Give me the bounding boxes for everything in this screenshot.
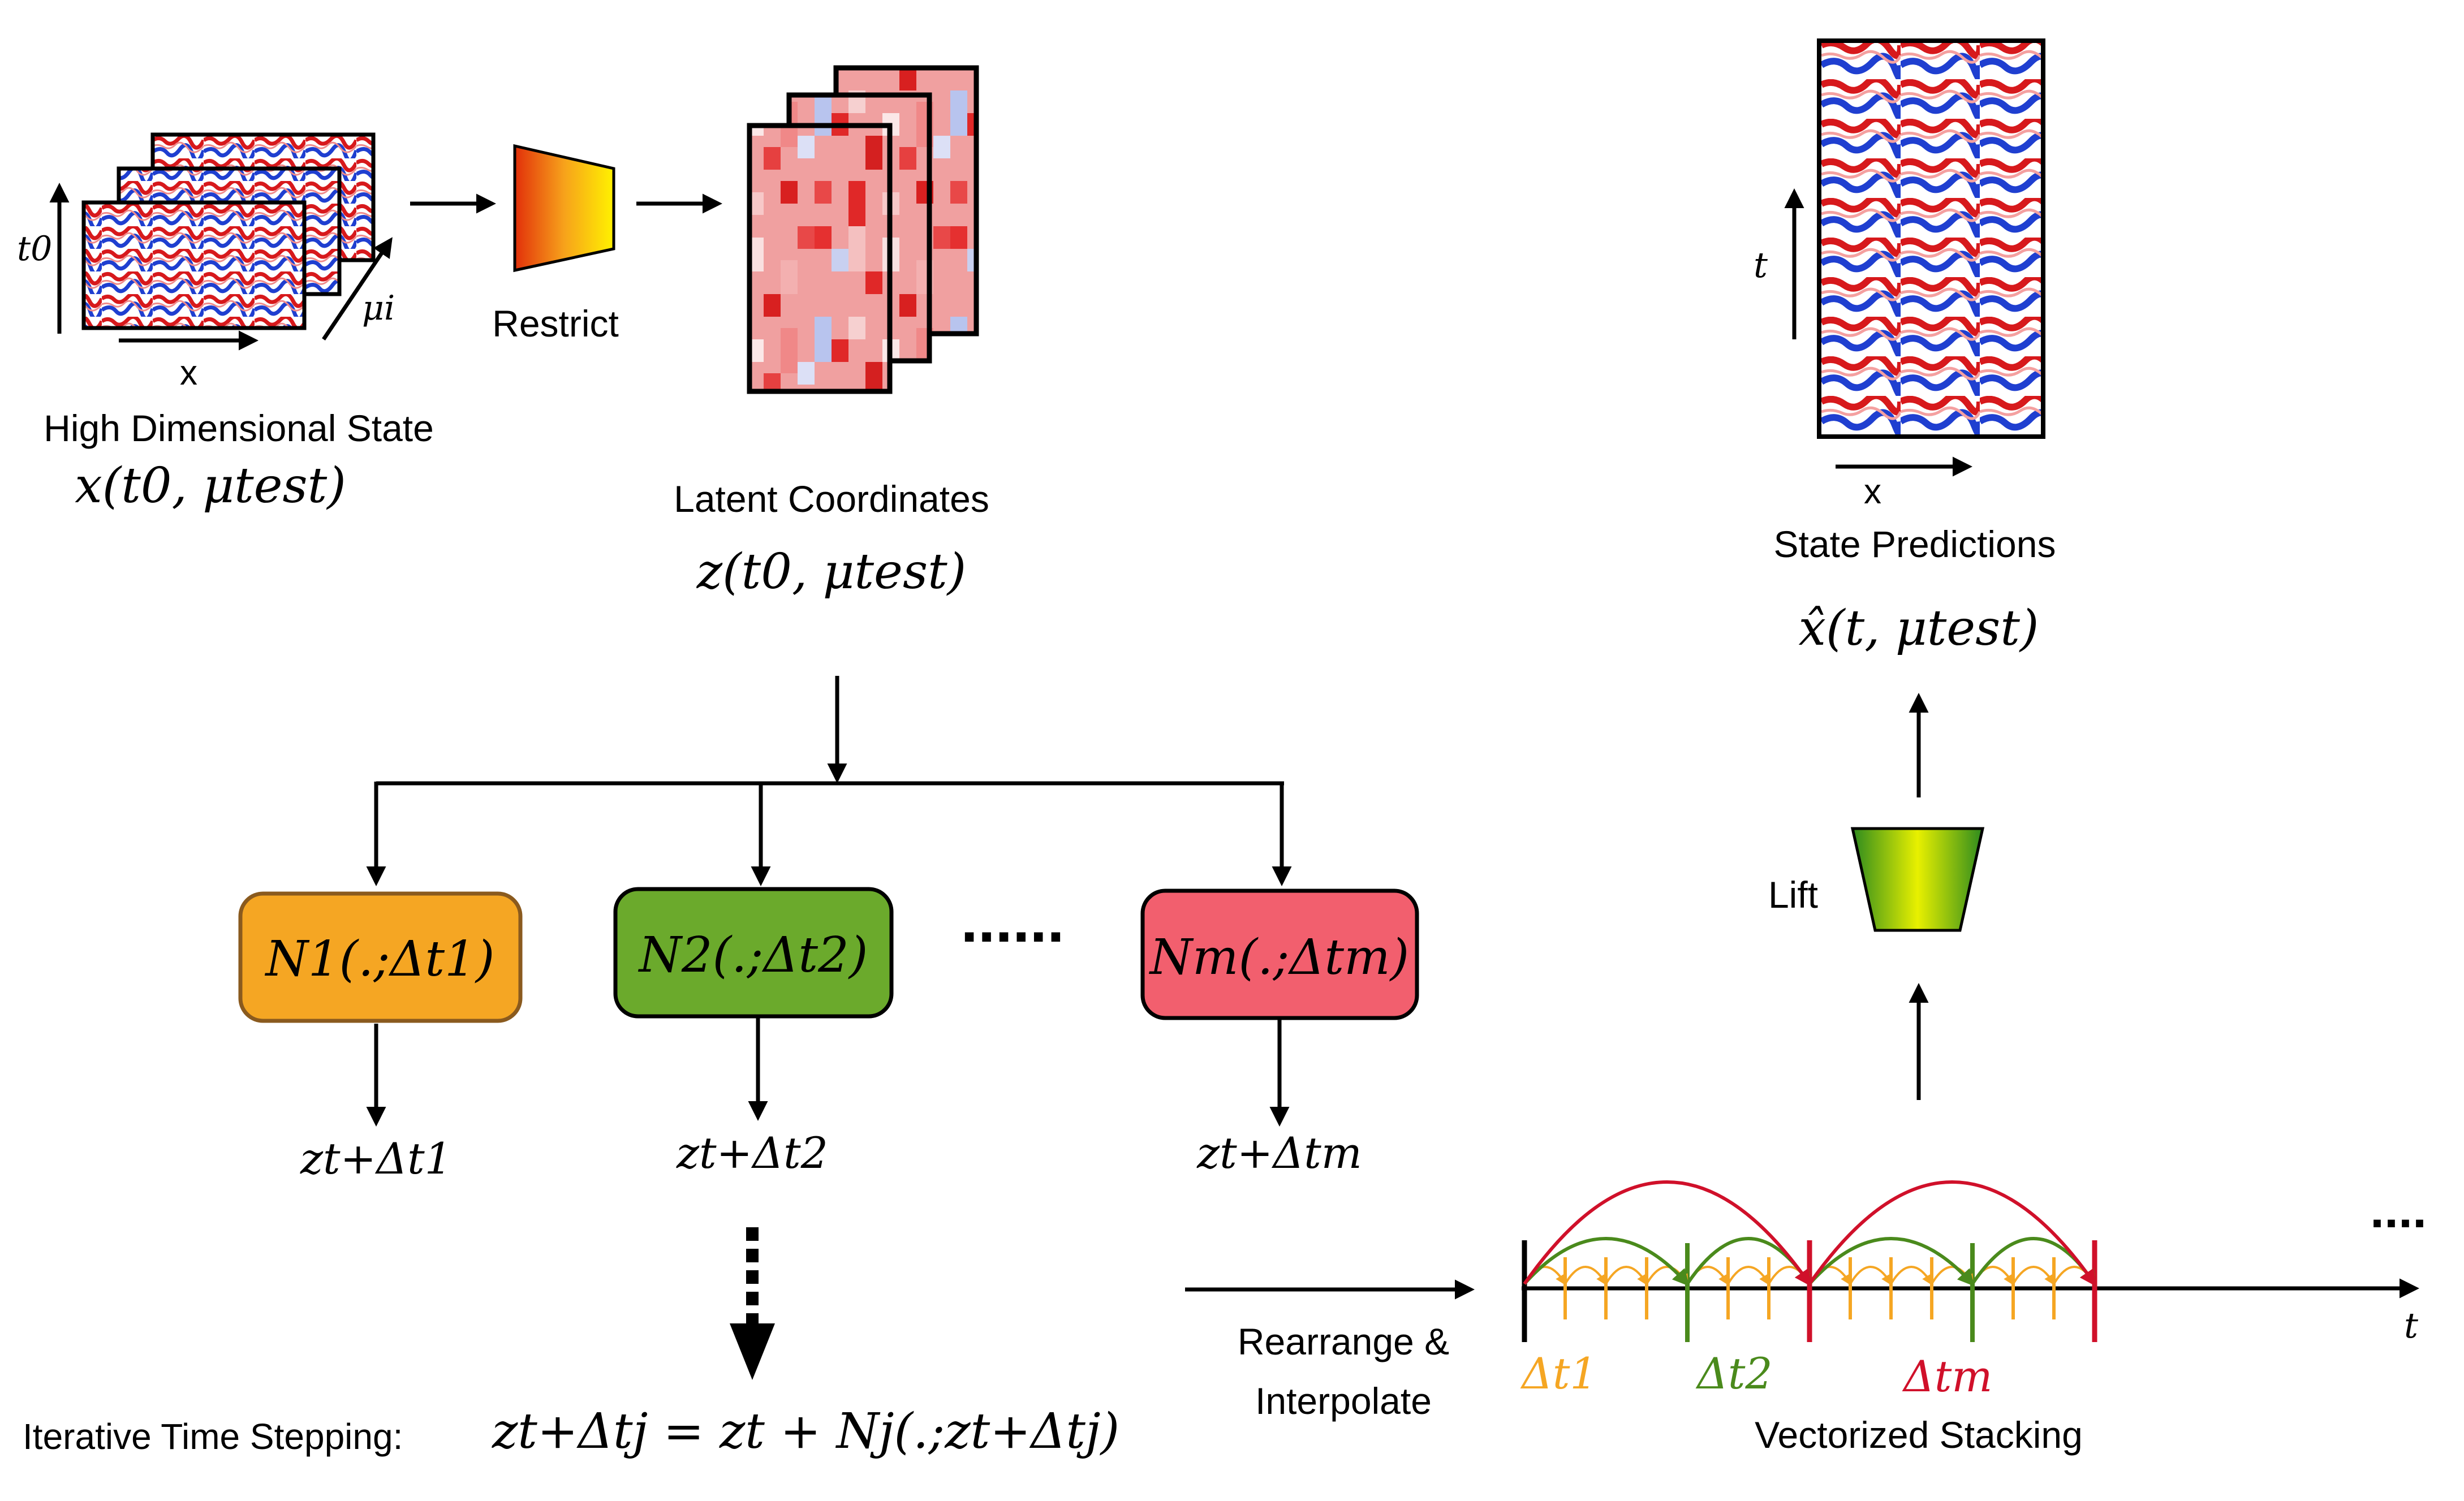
restrict-label: Restrict [492,303,619,344]
input-title: High Dimensional State [44,407,434,449]
input-expression: x(t0, μtest) [75,458,346,514]
stacking-arc [1808,1180,2097,1287]
network-box-1: N1(.;Δt1) [238,891,523,1023]
dashed-arrow-head [730,1323,775,1380]
network-2-label: N2(.;Δt2) [638,927,868,984]
timeline-arcs [1523,1180,2097,1287]
output-title: State Predictions [1774,523,2056,565]
latent-coordinates-stack [747,65,979,394]
stacking-title: Vectorized Stacking [1755,1414,2083,1456]
network-m-output: zt+Δtm [1196,1128,1362,1178]
branch-arrows [366,676,1292,886]
input-axis-mu-label: μi [362,288,395,328]
delta-t1-label: Δt1 [1520,1348,1597,1399]
input-axis-x-label: x [180,353,197,392]
timeline-ticks [1522,1240,2097,1342]
stacking-arc [1605,1266,1648,1286]
network-2-output: zt+Δt2 [676,1128,828,1178]
output-expression: x̂(t, μtest) [1799,600,2039,657]
network-m-label: Nm(.;Δtm) [1149,929,1409,986]
stacking-arc [1808,1237,1975,1287]
input-axis-t-label: t0 [17,229,52,269]
iterative-formula: zt+Δtj = zt + Nj(.;zt+Δtj) [492,1403,1119,1460]
stacking-arc [1727,1266,1771,1286]
input-mu-axis [322,237,393,340]
stacking-arc [1523,1237,1690,1287]
state-predictions-field [1817,38,2045,439]
iterative-label: Iterative Time Stepping: [23,1416,403,1457]
restrict-encoder-icon [513,144,615,273]
stacking-arc [1523,1180,1812,1287]
vectorized-stacking: t .... Δt1 Δt2 Δtm Vectorized Stacking [1520,1180,2427,1456]
stacking-arc [1890,1266,1933,1286]
network-ellipsis: ...... [960,886,1064,955]
stacking-arc [1564,1266,1608,1286]
network-box-m: Nm(.;Δtm) [1140,888,1419,1020]
network-1-label: N1(.;Δt1) [265,931,495,987]
lift-decoder-icon [1850,827,1985,932]
delta-t2-label: Δt2 [1695,1348,1773,1399]
stacking-arc [2012,1266,2056,1286]
input-state-stack [81,132,376,330]
lift-label: Lift [1768,874,1818,916]
delta-tm-label: Δtm [1902,1351,1993,1401]
output-axis-x-label: x [1864,472,1881,511]
timeline-ellipsis: .... [2370,1182,2427,1239]
rearrange-line-2: Interpolate [1255,1380,1432,1422]
rearrange-line-1: Rearrange & [1238,1321,1449,1362]
latent-expression: z(t0, μtest) [696,544,966,600]
stacking-arc [1849,1266,1893,1286]
timeline-axis-label: t [2404,1305,2418,1346]
latent-title: Latent Coordinates [674,478,989,520]
network-box-2: N2(.;Δt2) [613,887,894,1019]
network-1-output: zt+Δt1 [300,1133,452,1184]
output-axis-t-label: t [1754,244,1768,286]
